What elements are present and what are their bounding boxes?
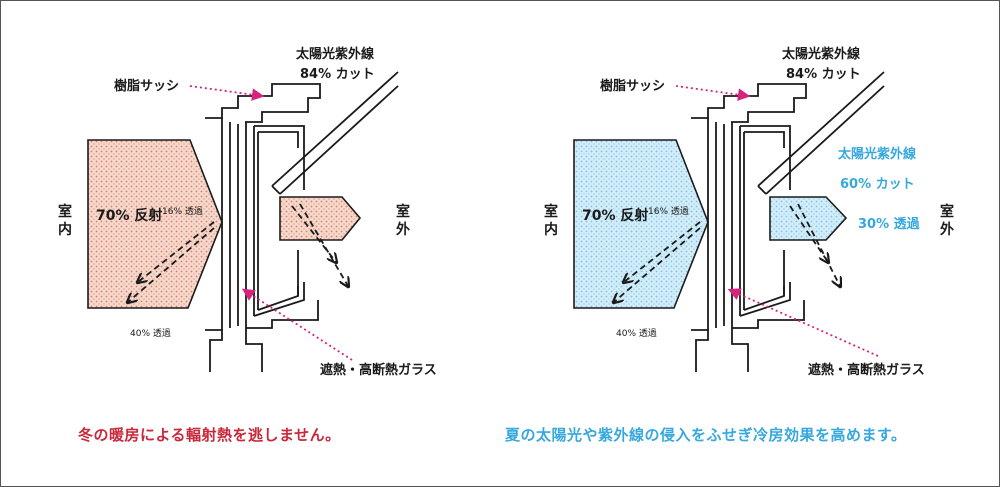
summer-caption: 夏の太陽光や紫外線の侵入をふせぎ冷房効果を高めます。 [505,426,907,444]
sash-label: 樹脂サッシ [600,78,665,94]
pass40-label: 40% 透過 [616,328,657,339]
indoor-label-char2: 内 [544,221,558,238]
glass-callout-arrow [241,288,353,361]
outdoor-sun-arrow [279,196,362,241]
outdoor-label-char2: 外 [396,221,410,238]
transmitted-arrows [789,203,840,286]
indoor-label: 室 内 [58,203,77,238]
glass-label: 遮熱・高断熱ガラス [320,362,437,378]
pass16-label: 16% 透過 [162,206,203,217]
indoor-label-char1: 室 [58,203,72,220]
reflection-arrows [128,221,215,302]
window-frame [691,71,885,372]
sun-label-line1: 太陽光紫外線 [295,46,375,62]
indoor-cool-region [573,139,709,309]
outdoor-label-char1: 室 [396,203,410,220]
outdoor-label-char1: 室 [940,203,954,220]
winter-caption: 冬の暖房による輻射熱を逃しません。 [78,426,341,444]
sash-label: 樹脂サッシ [114,78,179,94]
indoor-heat-region [87,139,223,309]
outdoor-label: 室 外 [940,203,959,238]
outdoor-label: 室 外 [396,203,415,238]
indoor-label-char2: 内 [58,221,72,238]
reflect-label: 70% 反射 [96,207,162,224]
indoor-label-char1: 室 [544,203,558,220]
outdoor-sun-arrow [769,196,848,241]
right-panel: 樹脂サッシ 太陽光紫外線 84% カット 太陽光紫外線 60% カット 30% … [544,46,959,378]
sash-callout-arrow [675,85,751,101]
pass30-label: 30% 透過 [858,216,921,232]
reflection-arrows [614,221,701,302]
pass40-label: 40% 透過 [130,328,171,339]
sash-callout-arrow [189,85,265,101]
outdoor-label-char2: 外 [940,221,954,238]
left-panel: 樹脂サッシ 太陽光紫外線 84% カット 室 内 室 外 70% 反射 16% … [58,46,437,378]
reflect-label: 70% 反射 [582,207,648,224]
pass16-label: 16% 透過 [648,206,689,217]
glass-callout-arrow [727,288,879,357]
indoor-label: 室 内 [544,203,563,238]
sun-label-line1: 太陽光紫外線 [781,46,861,62]
glass-label: 遮熱・高断熱ガラス [808,362,925,378]
sun-label-line2: 84% カット [786,67,861,82]
window-frame [205,71,399,372]
uv-cut-label-line2: 60% カット [840,177,915,192]
transmitted-arrows [291,203,348,286]
sun-label-line2: 84% カット [300,67,375,82]
uv-cut-label-line1: 太陽光紫外線 [837,146,917,162]
